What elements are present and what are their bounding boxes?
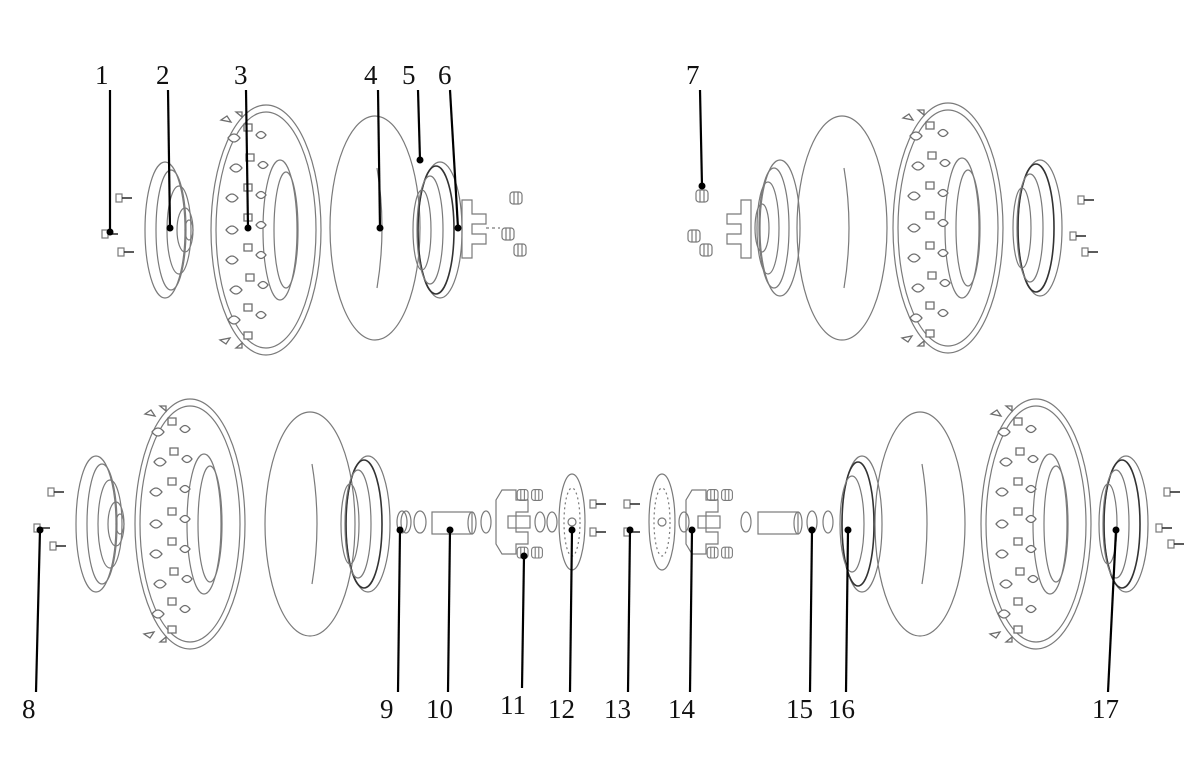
callout-labels: 1 2 3 4 5 6 7 8 9 10 11 12 13 14 15 16 1…	[22, 60, 1119, 724]
rim-half-inner-right	[839, 455, 883, 593]
callout-3: 3	[234, 60, 248, 90]
lug-bolts-right	[1155, 487, 1185, 549]
inner-tube-right	[874, 411, 966, 637]
washers-right	[678, 511, 752, 533]
knobby-tire	[210, 104, 322, 356]
knobby-tire-right	[980, 398, 1092, 650]
hub-flange	[726, 199, 752, 259]
axle-spacer-left	[431, 510, 492, 535]
inner-tube	[796, 115, 888, 341]
callout-15: 15	[786, 694, 813, 724]
knobby-tire	[892, 102, 1004, 354]
callout-16: 16	[828, 694, 855, 724]
top-right-wheel-assembly	[687, 102, 1099, 354]
callout-13: 13	[604, 694, 631, 724]
rim-half-outer	[1012, 159, 1063, 297]
brake-disc-right	[648, 473, 676, 571]
lug-nuts	[687, 189, 713, 257]
top-left-wheel-assembly	[101, 104, 527, 356]
hub-flange	[461, 199, 500, 259]
rim-half-outer-right	[1098, 455, 1149, 593]
callout-12: 12	[548, 694, 575, 724]
callout-11: 11	[500, 690, 526, 720]
bearing-left	[396, 510, 427, 534]
callout-4: 4	[364, 60, 378, 90]
callout-1: 1	[95, 60, 109, 90]
callout-leaders	[34, 89, 1120, 693]
rim-half-inner	[754, 159, 801, 297]
rim-half-outer	[144, 161, 194, 299]
hub-right	[685, 489, 733, 559]
axle-spacer-right	[757, 511, 803, 535]
callout-5: 5	[402, 60, 416, 90]
washers-left	[534, 511, 558, 533]
callout-17: 17	[1092, 694, 1119, 724]
callout-8: 8	[22, 694, 36, 724]
lug-nuts	[501, 191, 527, 257]
lug-bolts	[1069, 195, 1099, 257]
bottom-axle-assembly	[33, 398, 1185, 650]
callout-14: 14	[668, 694, 696, 724]
callout-2: 2	[156, 60, 170, 90]
callout-10: 10	[426, 694, 453, 724]
callout-7: 7	[686, 60, 700, 90]
callout-6: 6	[438, 60, 452, 90]
inner-tube	[329, 115, 421, 341]
rim-half-outer-left	[75, 455, 125, 593]
knobby-tire-left	[134, 398, 246, 650]
callout-9: 9	[380, 694, 394, 724]
rim-half-inner-left	[340, 455, 391, 593]
lug-bolts	[101, 193, 135, 257]
disc-bolts-left	[589, 499, 607, 537]
